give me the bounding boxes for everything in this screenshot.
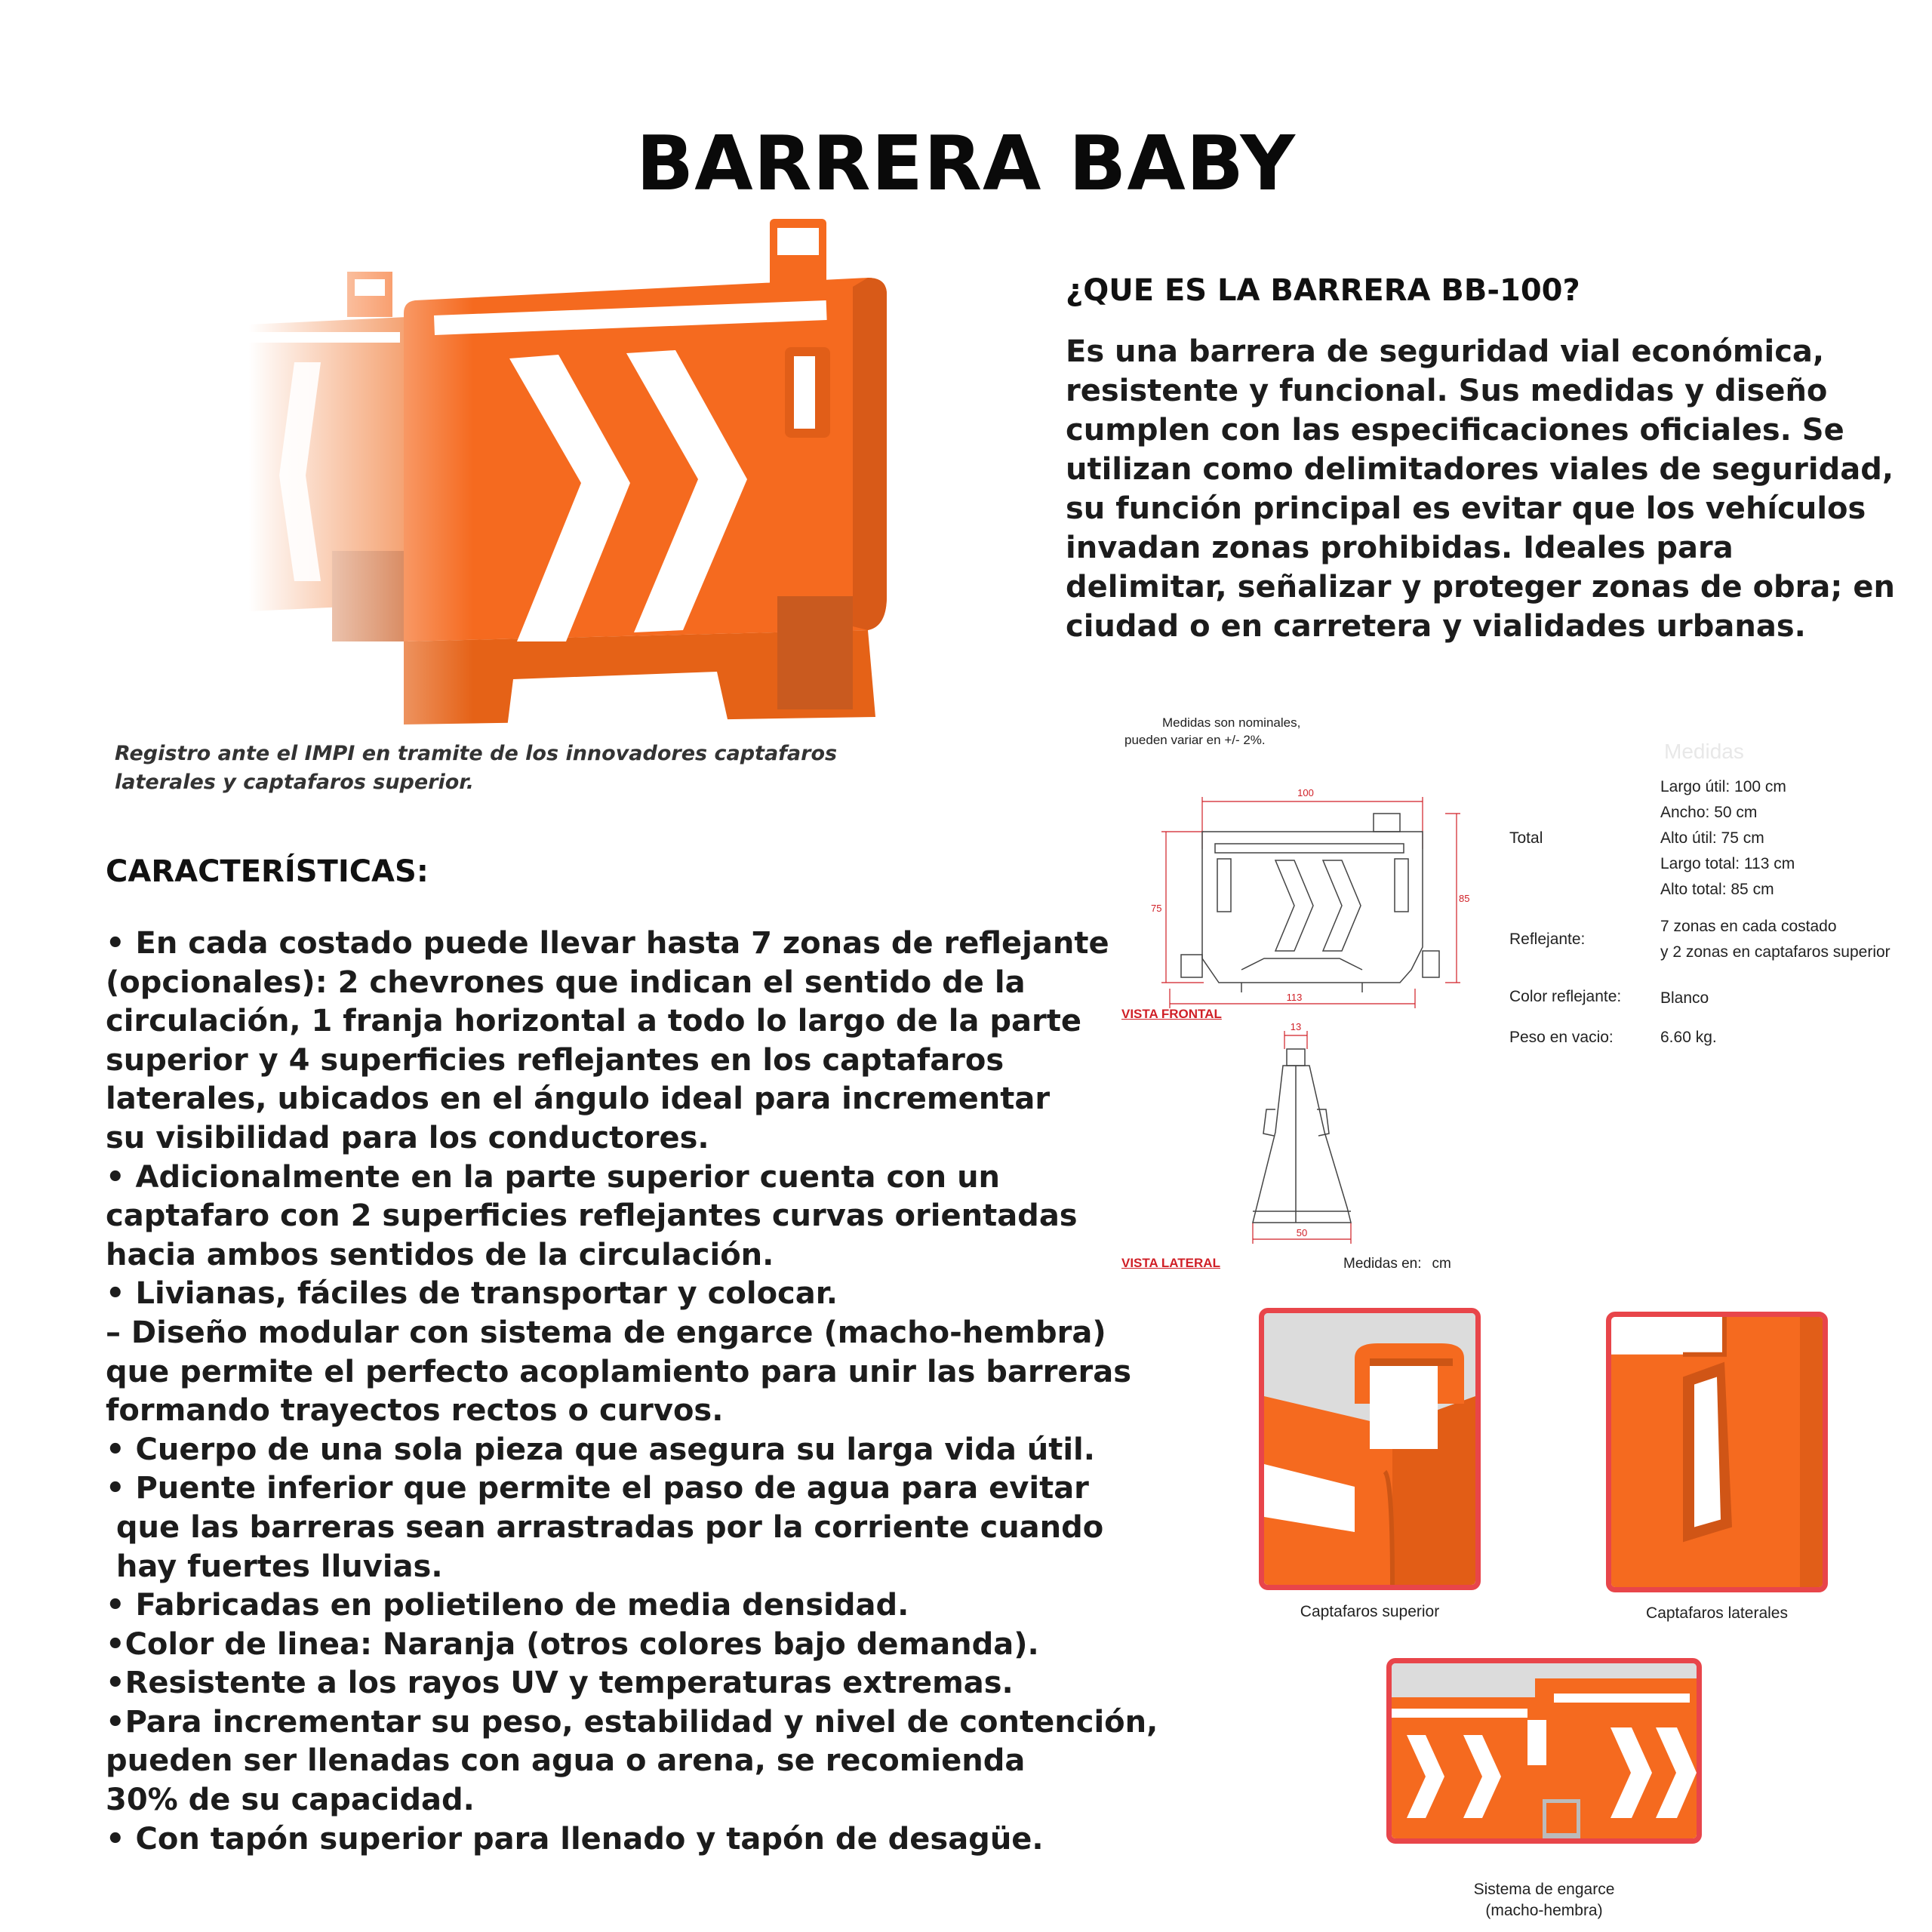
dimensions-note-line: pueden variar en +/- 2%. [1124,733,1266,747]
spec-weight-value: 6.60 kg. [1660,1029,1717,1046]
engagement-caption-line: (macho-hembra) [1485,1902,1603,1919]
engagement-system-photo [1386,1658,1702,1844]
characteristic-line: formando trayectos rectos o curvos. [106,1393,724,1429]
characteristic-line: circulación, 1 franja horizontal a todo … [106,1004,1081,1039]
spec-weight-label: Peso en vacio: [1509,1029,1614,1046]
side-view-label: VISTA LATERAL [1121,1256,1220,1270]
characteristic-line: • Cuerpo de una sola pieza que asegura s… [106,1432,1095,1467]
spec-reflejante-values: 7 zonas en cada costado y 2 zonas en cap… [1660,914,1890,965]
spec-alto-total: Alto total: 85 cm [1660,881,1774,898]
spec-ancho: Ancho: 50 cm [1660,804,1758,821]
side-reflector-caption: Captafaros laterales [1646,1604,1788,1622]
characteristic-line: • Con tapón superior para llenado y tapó… [106,1821,1044,1857]
spec-reflejante-label: Reflejante: [1509,931,1586,948]
engagement-caption-line: Sistema de engarce [1473,1881,1615,1898]
engagement-system-caption: Sistema de engarce (macho-hembra) [1424,1879,1664,1921]
units-value: cm [1432,1256,1451,1272]
characteristic-line: • Adicionalmente en la parte superior cu… [106,1159,1001,1195]
top-reflector-caption: Captafaros superior [1300,1603,1440,1620]
characteristic-line: (opcionales): 2 chevrones que indican el… [106,964,1026,1000]
characteristic-line: pueden ser llenadas con agua o arena, se… [106,1743,1026,1779]
dimensions-note: Medidas son nominales, pueden variar en … [1124,714,1300,749]
characteristic-line: •Color de linea: Naranja (otros colores … [106,1626,1039,1662]
front-view-label: VISTA FRONTAL [1121,1007,1222,1021]
dim-height-85: 85 [1459,893,1469,904]
specs-heading: Medidas [1664,740,1744,763]
barrier-hero-image [249,219,891,740]
spec-largo-total: Largo total: 113 cm [1660,855,1795,872]
units-note: Medidas en: cm [1343,1256,1451,1272]
side-view-drawing: 13 50 [1200,1019,1396,1253]
dimensions-note-line: Medidas son nominales, [1162,715,1301,730]
top-reflector-photo [1259,1308,1481,1590]
hero-caption: Registro ante el IMPI en tramite de los … [115,742,838,794]
dim-height-75: 75 [1151,903,1161,914]
spec-alto-util: Alto útil: 75 cm [1660,829,1764,847]
characteristic-line: hay fuertes lluvias. [106,1549,443,1584]
characteristic-line: laterales, ubicados en el ángulo ideal p… [106,1081,1051,1117]
what-is-description: Es una barrera de seguridad vial económi… [1066,334,1895,644]
characteristic-line: • En cada costado puede llevar hasta 7 z… [106,926,1109,961]
characteristic-line: – Diseño modular con sistema de engarce … [106,1315,1106,1350]
dim-width-100: 100 [1297,787,1314,798]
characteristic-line: captafaro con 2 superficies reflejantes … [106,1198,1078,1234]
spec-color-label: Color reflejante: [1509,988,1622,1005]
dim-base-50: 50 [1297,1227,1307,1238]
dim-top-13: 13 [1291,1021,1301,1032]
characteristic-line: su visibilidad para los conductores. [106,1120,709,1155]
characteristic-line: •Resistente a los rayos UV y temperatura… [106,1666,1014,1701]
characteristic-line: 30% de su capacidad. [106,1783,475,1818]
characteristic-line: • Livianas, fáciles de transportar y col… [106,1276,838,1312]
characteristic-line: • Fabricadas en polietileno de media den… [106,1588,909,1623]
characteristic-line: que permite el perfecto acoplamiento par… [106,1354,1132,1389]
spec-color-value: Blanco [1660,989,1709,1007]
characteristic-line: • Puente inferior que permite el paso de… [106,1471,1089,1506]
characteristic-line: hacia ambos sentidos de la circulación. [106,1237,774,1272]
page-title: BARRERA BABY [636,119,1296,208]
side-reflector-photo [1606,1312,1828,1592]
characteristic-line: que las barreras sean arrastradas por la… [106,1509,1104,1545]
spec-largo-util: Largo útil: 100 cm [1660,778,1786,795]
spec-total-values: Largo útil: 100 cm Ancho: 50 cm Alto úti… [1660,774,1795,903]
units-label: Medidas en: [1343,1256,1422,1272]
characteristic-line: superior y 4 superficies reflejantes en … [106,1042,1004,1078]
spec-total-label: Total [1509,829,1543,847]
spec-reflejante-line: y 2 zonas en captafaros superior [1660,943,1890,961]
dim-length-113: 113 [1287,992,1303,1003]
characteristic-line: •Para incrementar su peso, estabilidad y… [106,1704,1158,1740]
what-is-heading: ¿QUE ES LA BARRERA BB-100? [1066,273,1580,308]
characteristics-heading: CARACTERÍSTICAS: [106,854,429,889]
front-view-drawing: 100 75 85 113 [1113,777,1475,1026]
spec-reflejante-line: 7 zonas en cada costado [1660,918,1837,935]
characteristics-list: • En cada costado puede llevar hasta 7 z… [106,924,1158,1859]
